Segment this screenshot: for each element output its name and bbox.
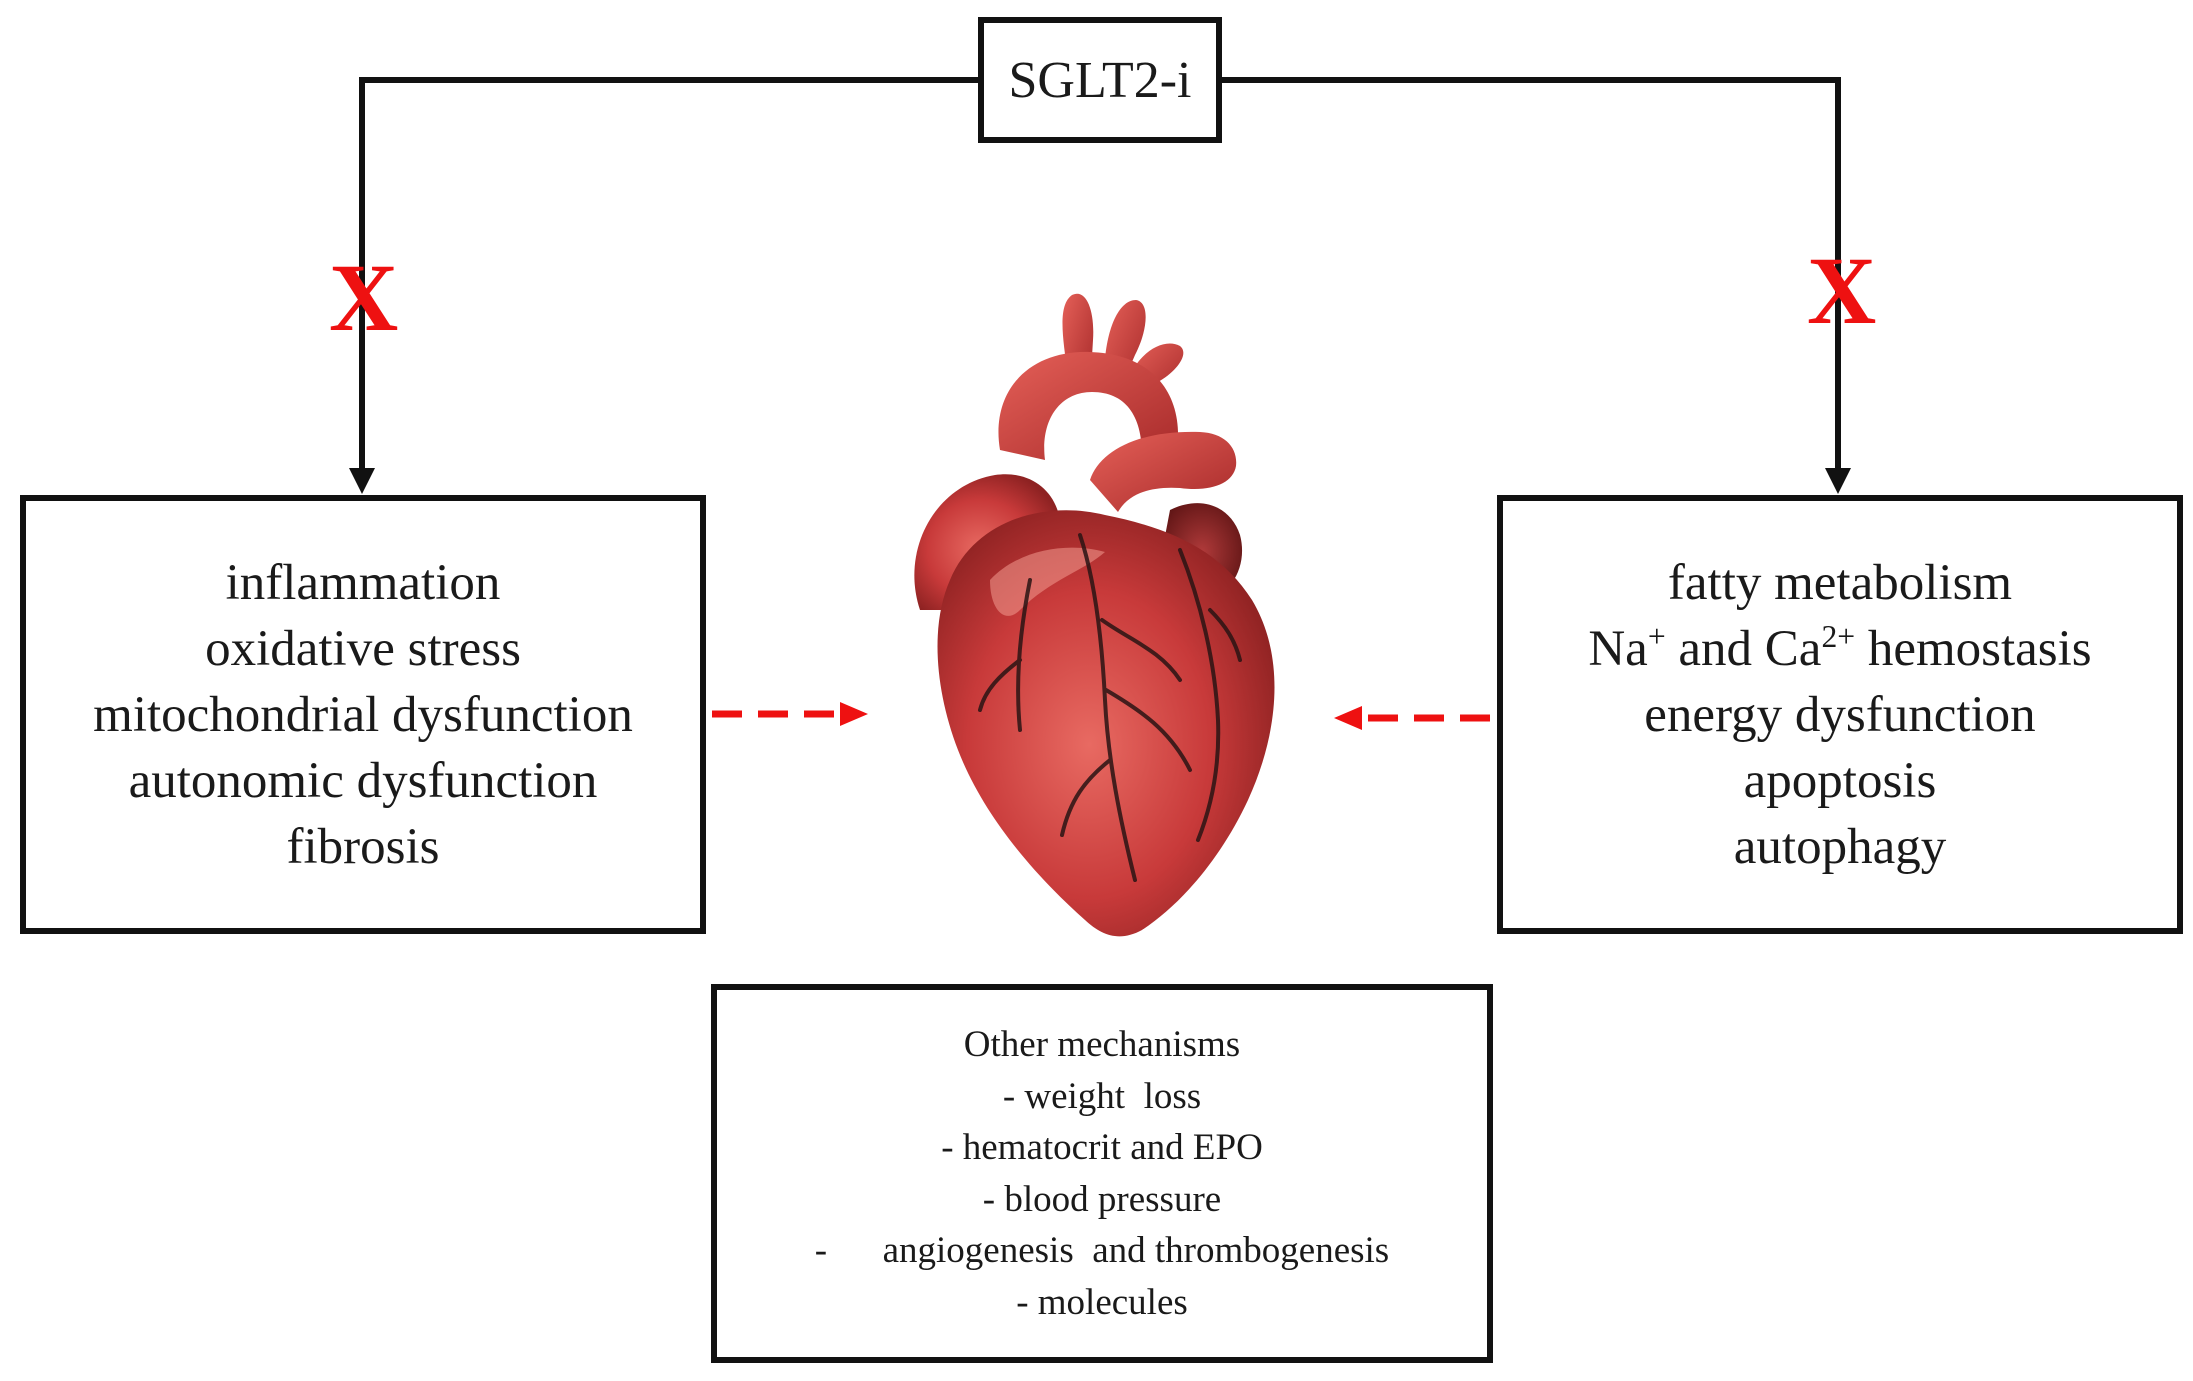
left-item: oxidative stress — [205, 620, 521, 677]
connector-right — [1222, 77, 1841, 470]
right-item: fatty metabolism — [1667, 554, 2013, 611]
right-mechanisms-box: fatty metabolism Na+ and Ca2+ hemostasis… — [1497, 495, 2183, 934]
sodium-charge: + — [1647, 618, 1666, 654]
calcium-text: and Ca — [1665, 620, 1822, 677]
connector-left — [359, 77, 978, 470]
other-mechanism-item: - blood pressure — [982, 1178, 1222, 1220]
sglt2i-box: SGLT2-i — [978, 17, 1222, 143]
other-mechanisms-title: Other mechanisms — [963, 1024, 1241, 1065]
right-item: apoptosis — [1743, 752, 1937, 809]
sodium-symbol: Na — [1588, 620, 1648, 677]
arrowhead-left — [349, 468, 375, 494]
left-mechanisms-box: inflammation oxidative stress mitochondr… — [20, 495, 706, 934]
dashed-arrowhead-left — [840, 702, 868, 726]
other-mechanism-item: - molecules — [1016, 1281, 1188, 1323]
other-mechanism-item: - angiogenesis and thrombogenesis — [814, 1230, 1390, 1271]
arrowhead-right — [1825, 468, 1851, 494]
dashed-arrowhead-right — [1334, 706, 1362, 730]
left-item: fibrosis — [286, 818, 440, 875]
inhibition-mark-left: X — [329, 244, 399, 351]
left-item: mitochondrial dysfunction — [93, 686, 633, 743]
other-mechanism-item: - hematocrit and EPO — [941, 1127, 1263, 1168]
calcium-charge: 2+ — [1821, 618, 1856, 654]
other-mechanism-item: - weight loss — [1002, 1075, 1202, 1117]
right-item-ion-hemostasis: Na+ and Ca2+ hemostasis — [1588, 616, 2091, 682]
left-item: autonomic dysfunction — [128, 752, 598, 809]
sglt2i-label: SGLT2-i — [1008, 51, 1192, 109]
right-item: energy dysfunction — [1644, 686, 2036, 743]
other-mechanisms-box: Other mechanisms - weight loss - hematoc… — [711, 984, 1493, 1363]
heart-illustration — [914, 293, 1275, 937]
hemostasis-text: hemostasis — [1855, 620, 2092, 677]
inhibition-mark-right: X — [1807, 237, 1877, 344]
right-item: autophagy — [1733, 818, 1947, 875]
left-item: inflammation — [225, 554, 501, 611]
